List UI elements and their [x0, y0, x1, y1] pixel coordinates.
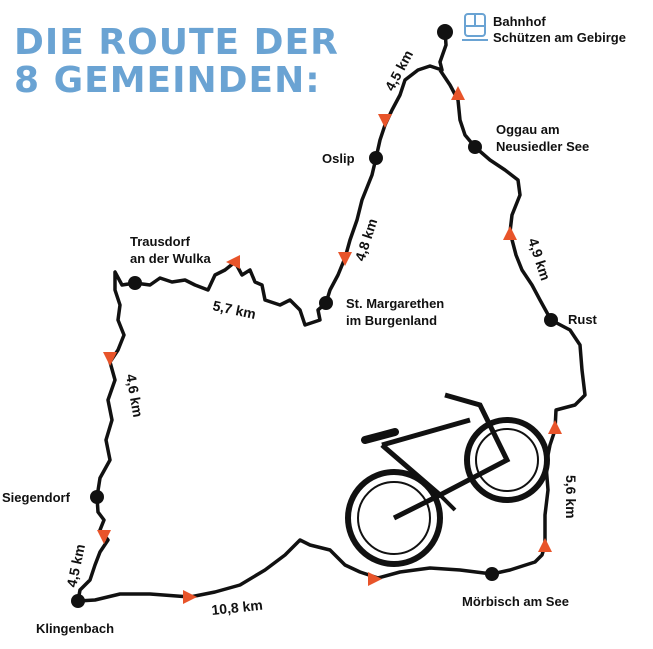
arrow-icon — [103, 352, 117, 366]
label-bahnhof: Bahnhof — [493, 14, 546, 29]
stop-klingenbach — [71, 594, 85, 608]
page-title: DIE ROUTE DER 8 GEMEINDEN: — [14, 24, 339, 100]
bicycle-icon — [345, 392, 550, 567]
arrow-icon — [338, 252, 352, 266]
arrow-icon — [97, 530, 111, 544]
stop-bahnhof — [437, 24, 453, 40]
arrow-icon — [183, 590, 197, 604]
stop-oslip — [369, 151, 383, 165]
arrow-icon — [503, 226, 517, 240]
arrow-icon — [368, 572, 382, 586]
arrow-icon — [226, 255, 240, 269]
distance-label: 5,7 km — [211, 297, 257, 322]
distance-label: 4,6 km — [123, 373, 146, 419]
label-siegendorf: Siegendorf — [2, 490, 71, 505]
label-schuetzen: Schützen am Gebirge — [493, 30, 626, 45]
stop-rust — [544, 313, 558, 327]
title-line-1: DIE ROUTE DER — [14, 22, 339, 63]
direction-arrows — [97, 86, 562, 604]
label-trausdorf-2: an der Wulka — [130, 251, 211, 266]
distance-label: 5,6 km — [563, 475, 579, 519]
label-st-margarethen-2: im Burgenland — [346, 313, 437, 328]
label-st-margarethen-1: St. Margarethen — [346, 296, 444, 311]
arrow-icon — [451, 86, 465, 100]
label-moerbisch: Mörbisch am See — [462, 594, 569, 609]
distance-label: 4,5 km — [382, 47, 417, 93]
arrow-icon — [548, 420, 562, 434]
label-oggau-1: Oggau am — [496, 122, 560, 137]
arrow-icon — [538, 538, 552, 552]
stop-st-margarethen — [319, 296, 333, 310]
label-oslip: Oslip — [322, 151, 355, 166]
label-klingenbach: Klingenbach — [36, 621, 114, 636]
distance-label: 10,8 km — [211, 597, 264, 618]
route-line — [76, 29, 587, 603]
distance-label: 4,9 km — [525, 236, 554, 282]
stop-siegendorf — [90, 490, 104, 504]
distance-label: 4,5 km — [63, 543, 88, 589]
label-rust: Rust — [568, 312, 598, 327]
arrow-icon — [378, 114, 392, 128]
stop-moerbisch — [485, 567, 499, 581]
label-oggau-2: Neusiedler See — [496, 139, 589, 154]
stop-trausdorf — [128, 276, 142, 290]
title-line-2: 8 GEMEINDEN: — [14, 60, 321, 101]
stop-oggau — [468, 140, 482, 154]
label-trausdorf-1: Trausdorf — [130, 234, 191, 249]
stop-dots — [71, 24, 558, 608]
train-icon — [462, 13, 488, 41]
